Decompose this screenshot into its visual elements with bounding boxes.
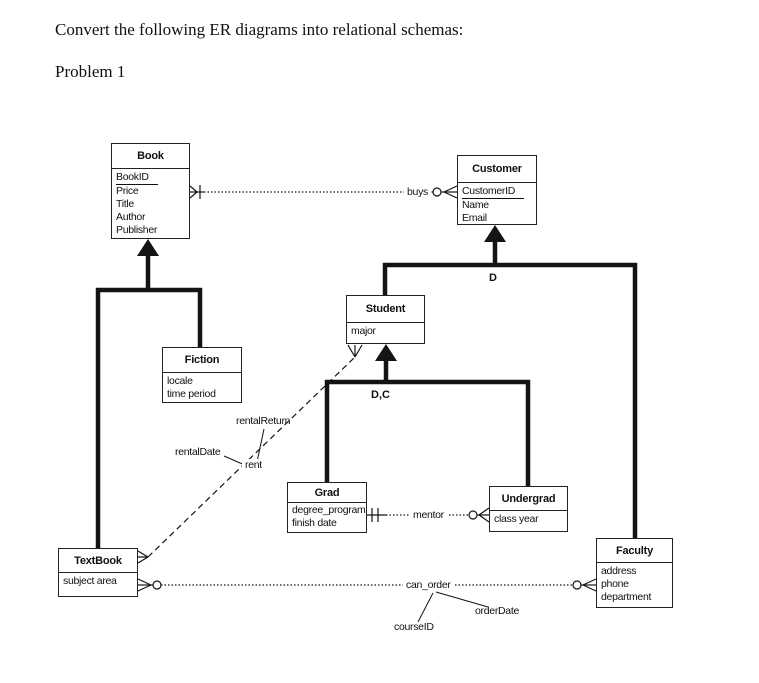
problem-label: Problem 1 xyxy=(55,62,126,81)
attribute-author: Author xyxy=(116,211,146,223)
entity-book: Book BookID Price Title Author Publisher xyxy=(111,143,190,239)
attribute-email: Email xyxy=(462,212,487,224)
entity-undergrad: Undergrad class year xyxy=(489,486,568,532)
mentor-relationship-label: mentor xyxy=(410,509,447,521)
entity-grad-attributes: degree_program finish date xyxy=(288,503,366,530)
attribute-locale: locale xyxy=(167,375,193,387)
student-hierarchy-constraint-label: D,C xyxy=(371,389,390,401)
crows-foot-one-many-icon xyxy=(189,185,201,199)
rental-date-attribute-label: rentalDate xyxy=(175,446,221,458)
entity-customer-attributes: CustomerID Name Email xyxy=(458,183,536,225)
attribute-major: major xyxy=(351,325,376,337)
crows-foot-many-icon xyxy=(347,344,363,358)
attribute-address: address xyxy=(601,565,637,577)
can-order-relationship-label: can_order xyxy=(403,579,454,591)
crows-foot-zero-many-icon xyxy=(137,578,162,592)
book-isa-arrowhead-icon xyxy=(137,239,159,256)
attribute-phone: phone xyxy=(601,578,629,590)
entity-fiction-attributes: locale time period xyxy=(163,373,241,401)
entity-faculty-attributes: address phone department xyxy=(597,563,672,604)
entity-fiction: Fiction locale time period xyxy=(162,347,242,403)
crows-foot-zero-many-icon xyxy=(468,507,490,523)
rent-relationship-label: rent xyxy=(242,459,265,471)
entity-student: Student major xyxy=(346,295,425,344)
order-date-attribute-label: orderDate xyxy=(475,605,519,617)
rent-relationship-line xyxy=(147,356,356,558)
customer-isa-hierarchy-lines xyxy=(382,240,638,540)
student-isa-arrowhead-icon xyxy=(375,344,397,361)
attribute-bookid: BookID xyxy=(116,171,158,185)
entity-undergrad-name: Undergrad xyxy=(490,487,567,511)
attribute-name: Name xyxy=(462,199,489,211)
entity-faculty: Faculty address phone department xyxy=(596,538,673,608)
entity-fiction-name: Fiction xyxy=(163,348,241,373)
attribute-time-period: time period xyxy=(167,388,216,400)
attribute-subject-area: subject area xyxy=(63,575,117,587)
attribute-finish-date: finish date xyxy=(292,517,337,529)
attribute-publisher: Publisher xyxy=(116,224,158,236)
course-id-attribute-label: courseID xyxy=(394,621,434,633)
buys-relationship-label: buys xyxy=(404,186,431,198)
entity-faculty-name: Faculty xyxy=(597,539,672,563)
can-order-attribute-connectors xyxy=(417,591,489,623)
attribute-department: department xyxy=(601,591,652,603)
instruction-text: Convert the following ER diagrams into r… xyxy=(55,20,464,39)
attribute-degree-program: degree_program xyxy=(292,504,366,516)
entity-undergrad-attributes: class year xyxy=(490,511,567,526)
entity-customer: Customer CustomerID Name Email xyxy=(457,155,537,225)
one-and-only-one-icon xyxy=(371,508,379,522)
entity-textbook-attributes: subject area xyxy=(59,573,137,588)
entity-textbook: TextBook subject area xyxy=(58,548,138,597)
student-isa-hierarchy-lines xyxy=(324,358,531,488)
entity-student-attributes: major xyxy=(347,323,424,338)
crows-foot-zero-many-icon xyxy=(432,185,458,199)
book-isa-hierarchy-lines xyxy=(95,253,203,549)
entity-book-name: Book xyxy=(112,144,189,169)
entity-customer-name: Customer xyxy=(458,156,536,183)
entity-grad-name: Grad xyxy=(288,483,366,503)
rental-return-attribute-label: rentalReturn xyxy=(236,415,291,427)
customer-hierarchy-constraint-label: D xyxy=(489,272,497,284)
entity-textbook-name: TextBook xyxy=(59,549,137,573)
attribute-price: Price xyxy=(116,185,139,197)
entity-student-name: Student xyxy=(347,296,424,323)
entity-grad: Grad degree_program finish date xyxy=(287,482,367,533)
entity-book-attributes: BookID Price Title Author Publisher xyxy=(112,169,189,237)
customer-isa-arrowhead-icon xyxy=(484,225,506,242)
crows-foot-zero-many-icon xyxy=(572,578,597,592)
attribute-title: Title xyxy=(116,198,134,210)
attribute-class-year: class year xyxy=(494,513,539,525)
crows-foot-many-icon xyxy=(137,550,149,564)
attribute-customerid: CustomerID xyxy=(462,185,525,199)
